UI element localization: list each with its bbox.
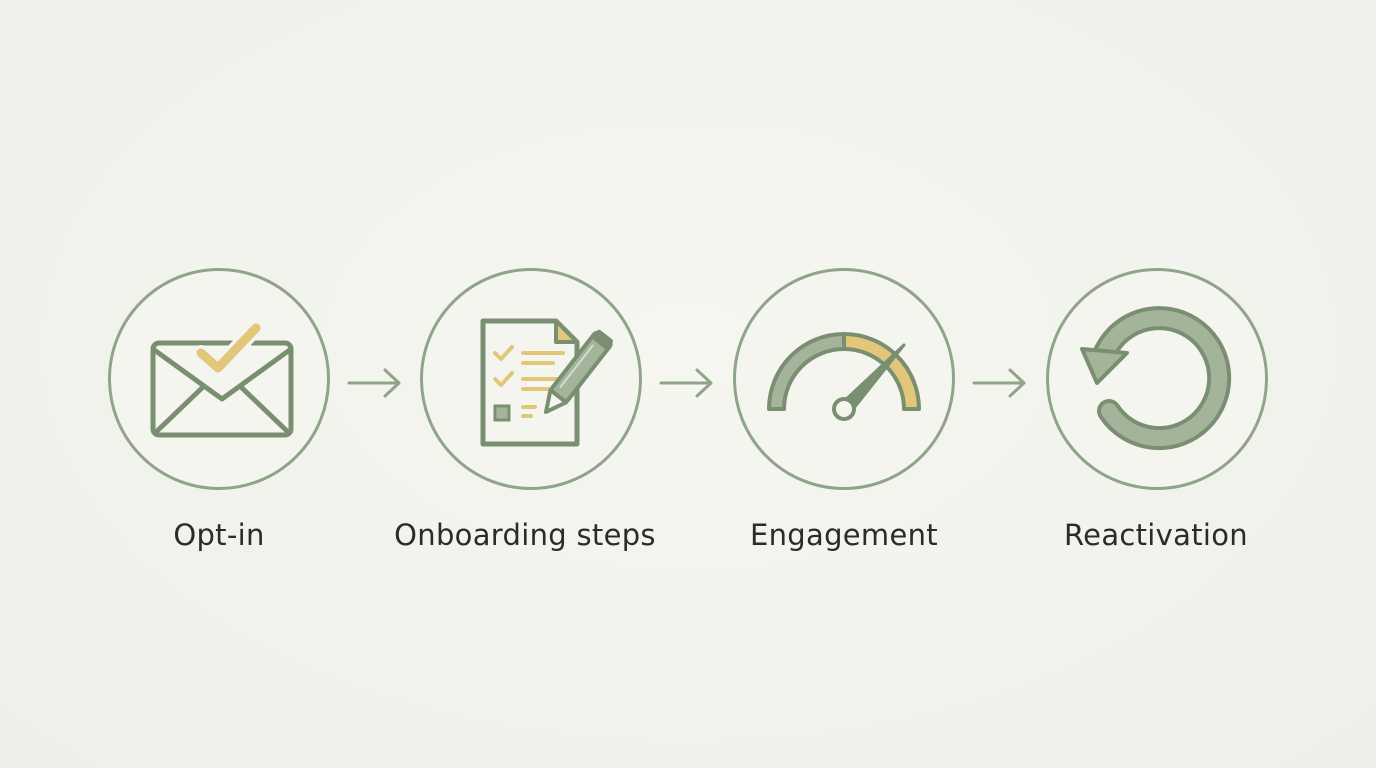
- step-engagement-circle: [733, 268, 955, 490]
- checklist-pencil-icon: [480, 318, 613, 447]
- gauge-icon: [767, 332, 921, 421]
- arrow-right-icon: [659, 368, 713, 398]
- step-onboarding-circle: [420, 268, 642, 490]
- refresh-icon: [1080, 306, 1232, 451]
- step-label-engagement: Engagement: [750, 518, 938, 552]
- envelope-check-icon: [150, 320, 294, 438]
- step-label-opt-in: Opt-in: [173, 518, 265, 552]
- step-label-onboarding: Onboarding steps: [394, 518, 656, 552]
- step-label-reactivation: Reactivation: [1064, 518, 1248, 552]
- arrow-right-icon: [972, 368, 1026, 398]
- step-reactivation-circle: [1046, 268, 1268, 490]
- step-opt-in-circle: [108, 268, 330, 490]
- arrow-right-icon: [347, 368, 401, 398]
